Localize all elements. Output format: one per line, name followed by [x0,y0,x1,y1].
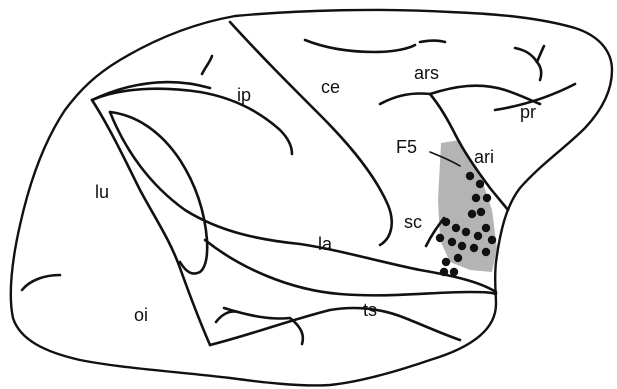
central-sulcus [230,22,392,245]
recording-site-dot [482,248,490,256]
recording-site-dot [442,218,450,226]
recording-site-dot [458,242,466,250]
label-ari: ari [474,147,494,167]
recording-site-dot [474,232,482,240]
recording-site-dot [472,194,480,202]
label-la: la [318,234,333,254]
recording-site-dot [477,208,485,216]
parietal-small-sulcus [202,56,212,74]
label-pr: pr [520,102,536,122]
lunate-sulcus [110,112,207,274]
inferior-occipital-sulcus [22,275,60,290]
lunate-boundary [92,100,210,345]
label-ip: ip [237,85,251,105]
recording-site-dot [436,234,444,242]
recording-site-dot [452,224,460,232]
frontal-sulcus-1 [305,40,415,52]
recording-site-dot [454,254,462,262]
label-ars: ars [414,63,439,83]
recording-site-dot [448,238,456,246]
recording-site-dot [483,194,491,202]
label-lu: lu [95,182,109,202]
recording-site-dot [482,224,490,232]
arcuate-sulcus-superior [380,86,540,104]
recording-site-dot [476,180,484,188]
frontal-sulcus-2 [420,41,445,43]
recording-site-dot [442,258,450,266]
recording-site-dot [466,172,474,180]
label-oi: oi [134,305,148,325]
recording-site-dot [488,236,496,244]
frontal-sulcus-3b [537,46,544,62]
recording-site-dot [440,268,448,276]
small-temporal-tick [216,311,238,322]
recording-site-dot [450,268,458,276]
frontal-sulcus-3 [515,48,541,80]
recording-site-dot [470,244,478,252]
label-f5: F5 [396,137,417,157]
recording-site-dot [468,210,476,218]
label-ce: ce [321,77,340,97]
label-sc: sc [404,212,422,232]
intraparietal-sulcus [92,89,292,154]
recording-site-dot [462,228,470,236]
label-ts: ts [363,300,377,320]
